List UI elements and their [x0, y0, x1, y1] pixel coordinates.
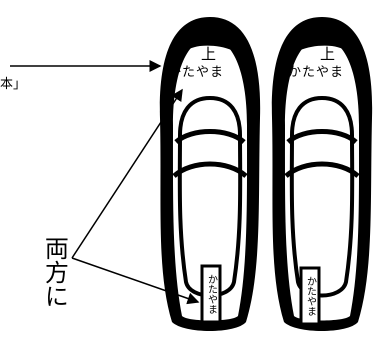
right-strap-upper: [286, 129, 358, 145]
left-strap-upper: [174, 129, 246, 145]
left-strap-lower: [172, 161, 248, 178]
left-shoe-inner: [172, 38, 248, 321]
right-toe-cap: [276, 20, 372, 118]
right-shoe: [271, 17, 373, 331]
callout-arrow-to-heel: [71, 257, 200, 305]
callout-arrow-to-toe: [71, 88, 183, 259]
right-top-name: かたやま: [288, 65, 345, 80]
both-sides-label: 両方に: [40, 236, 69, 308]
right-heel-name: かたやま: [304, 276, 316, 316]
right-top-mark: 上: [320, 45, 336, 63]
right-shoe-inner: [284, 38, 360, 321]
right-sole-opening: [289, 95, 355, 298]
left-label-fragment: 本」: [0, 77, 27, 92]
right-heel-tab: [299, 266, 321, 326]
right-strap-lower: [284, 161, 360, 178]
left-toe-cap: [160, 20, 256, 118]
left-top-name: かたやま: [168, 65, 225, 80]
left-heel-tab: [200, 264, 222, 324]
left-shoe: [159, 17, 261, 331]
left-heel-name: かたやま: [205, 274, 217, 314]
left-top-mark: 上: [201, 45, 217, 63]
